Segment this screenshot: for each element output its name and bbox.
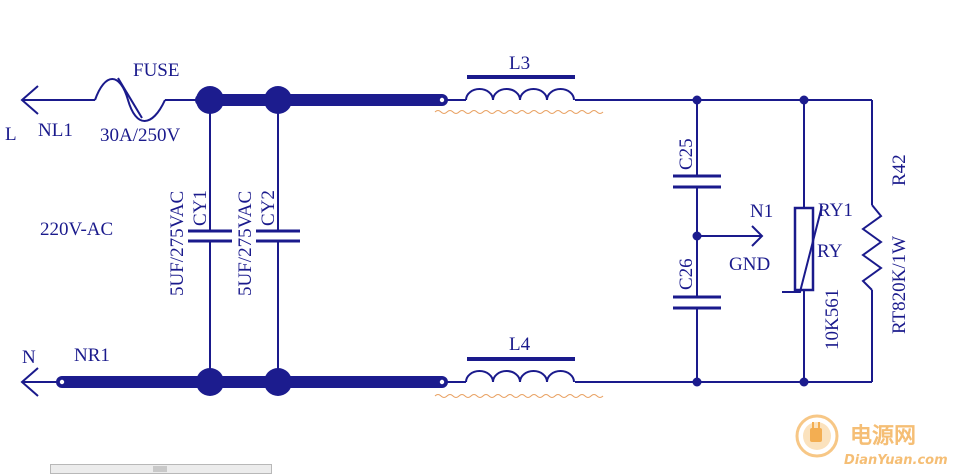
pin-end [439,379,445,385]
capacitor-plates [188,174,721,310]
ry1-type-label: RY [817,241,843,262]
r42-resistor [861,204,883,291]
cy2-capacitor [256,229,300,243]
c26-label: C26 [676,258,697,290]
watermark-cn: 电源网 [850,424,916,449]
fuse-symbol [94,77,166,122]
plug-logo-icon [795,414,839,458]
trace-pin-ends [59,97,445,385]
junction-dot [264,86,292,114]
c25-capacitor [673,174,721,189]
cy1-name-label: CY1 [190,190,211,226]
horizontal-scrollbar[interactable] [50,464,272,474]
pin-end [439,97,445,103]
cy2-name-label: CY2 [258,190,279,226]
gnd-label: GND [729,254,770,275]
l3-label: L3 [509,53,530,74]
r42-value-label: RT820K/1W [889,236,910,334]
neutral-net-label: NR1 [74,345,110,366]
ry1-value-label: 10K561 [822,289,843,350]
l3-inductor [434,75,604,114]
junction-dot [799,377,809,387]
watermark-url: DianYuan.com [844,453,948,468]
wires [20,85,873,397]
supply-label: 220V-AC [40,219,113,240]
junction-dot [692,377,702,387]
c25-label: C25 [676,138,697,170]
l4-label: L4 [509,334,531,355]
dianyuan-watermark: 电源网 DianYuan.com [795,414,948,468]
pin-end [59,379,65,385]
r42-name-label: R42 [889,154,910,186]
gnd-arrow [751,225,764,247]
junction-dot [692,231,702,241]
junction-dot [196,86,224,114]
n1-label: N1 [750,201,773,222]
ry1-varistor [782,205,823,293]
junction-dot [196,368,224,396]
line-net-label: NL1 [38,120,73,141]
cy1-value-label: 5UF/275VAC [167,191,188,296]
l4-inductor [434,357,604,398]
line-terminal-label: L [5,124,17,145]
junction-dot [264,368,292,396]
junction-dot [692,95,702,105]
fuse-rating-label: 30A/250V [100,125,181,146]
fuse-label: FUSE [133,60,179,81]
thick-traces [56,94,448,388]
scrollbar-thumb[interactable] [153,466,167,472]
c26-capacitor [673,295,721,310]
neutral-terminal-label: N [22,347,36,368]
cy2-value-label: 5UF/275VAC [235,191,256,296]
ry1-name-label: RY1 [818,200,853,221]
cy1-capacitor [188,229,232,243]
junction-dot [799,95,809,105]
junctions [196,86,809,396]
